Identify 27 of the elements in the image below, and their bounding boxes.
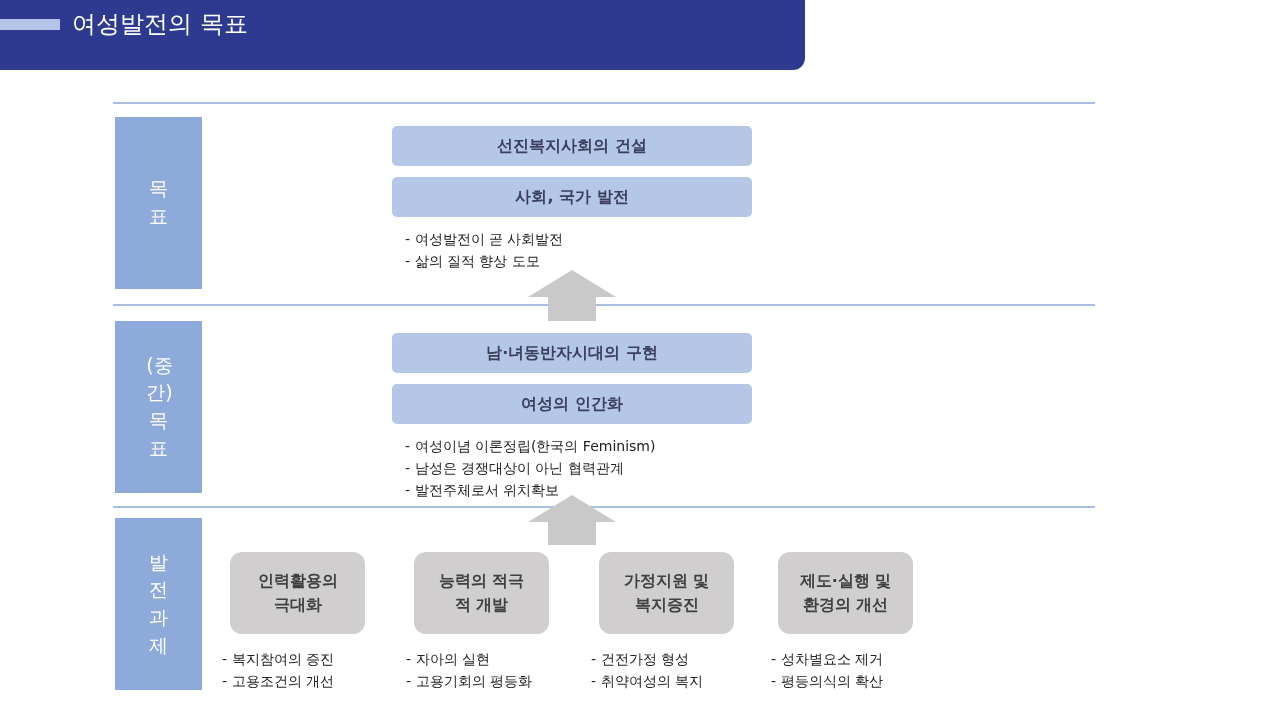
- task-box: 가정지원 및 복지증진: [599, 552, 734, 634]
- goal-box: 선진복지사회의 건설: [392, 126, 752, 166]
- task-box: 능력의 적극적 개발: [414, 552, 549, 634]
- bullet-text: - 남성은 경쟁대상이 아닌 협력관계: [405, 459, 624, 478]
- goal-box: 남·녀동반자시대의 구현: [392, 333, 752, 373]
- bullet-text: - 취약여성의 복지: [591, 672, 703, 691]
- page-title: 여성발전의 목표: [72, 9, 248, 40]
- task-box: 제도·실행 및 환경의 개선: [778, 552, 913, 634]
- block-arrow: [528, 270, 616, 321]
- bullet-text: - 건전가정 형성: [591, 650, 689, 669]
- goal-box: 사회, 국가 발전: [392, 177, 752, 217]
- section-label-band: (중간) 목표: [115, 321, 202, 493]
- bullet-text: - 성차별요소 제거: [771, 650, 883, 669]
- section-label-band: 목 표: [115, 117, 202, 289]
- bullet-text: - 자아의 실현: [406, 650, 490, 669]
- bullet-text: - 여성이념 이론정립(한국의 Feminism): [405, 437, 656, 456]
- task-box: 인력활용의 극대화: [230, 552, 365, 634]
- bullet-text: - 고용조건의 개선: [222, 672, 334, 691]
- bullet-text: - 평등의식의 확산: [771, 672, 883, 691]
- bullet-text: - 삶의 질적 향상 도모: [405, 252, 540, 271]
- block-arrow: [528, 495, 616, 545]
- goal-box: 여성의 인간화: [392, 384, 752, 424]
- section-label-band: 발전과제: [115, 518, 202, 690]
- bullet-text: - 여성발전이 곧 사회발전: [405, 230, 564, 249]
- bullet-text: - 고용기회의 평등화: [406, 672, 532, 691]
- bullet-text: - 발전주체로서 위치확보: [405, 481, 559, 500]
- bullet-text: - 복지참여의 증진: [222, 650, 334, 669]
